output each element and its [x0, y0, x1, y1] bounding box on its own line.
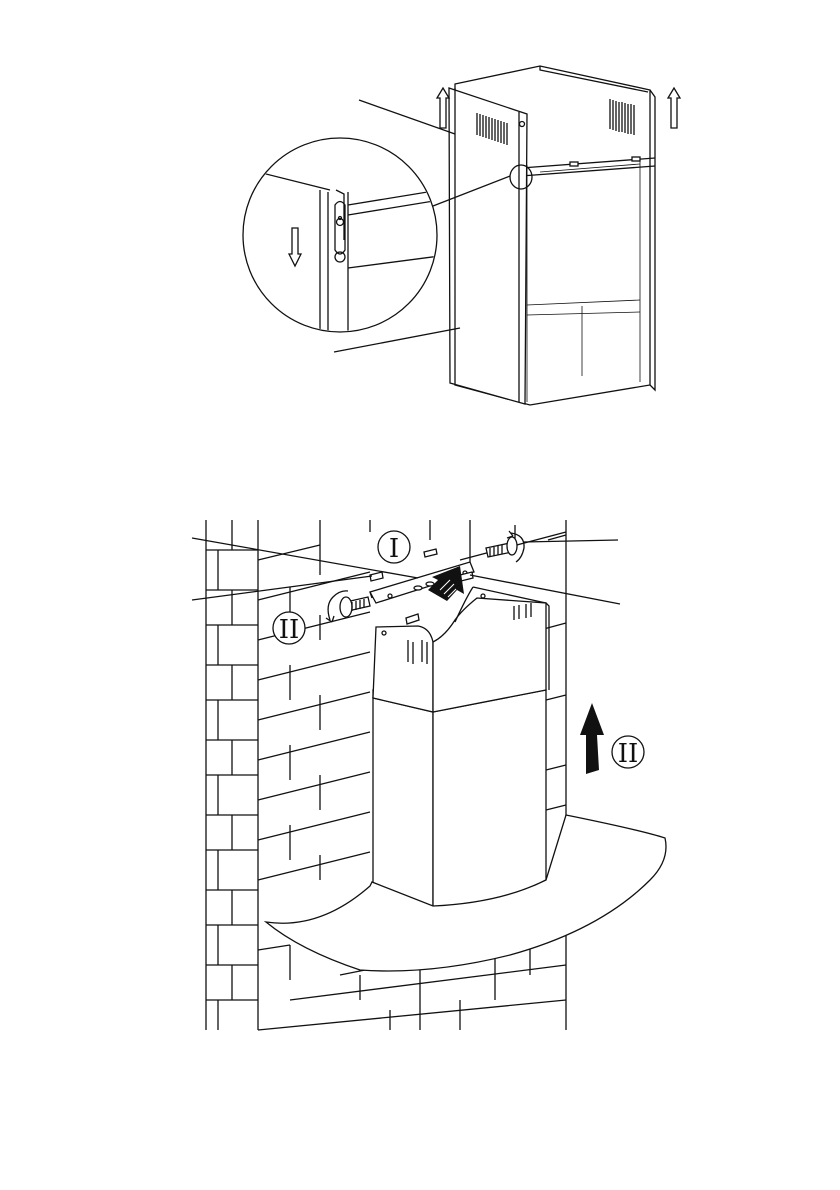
- arrow-up-icon: [580, 703, 604, 774]
- step-marker-two-right-label: II: [618, 739, 639, 769]
- arrow-up-icon: [437, 88, 449, 128]
- callout-line: [524, 540, 618, 542]
- step-marker-one: I: [378, 531, 410, 564]
- magnified-detail: [243, 138, 440, 340]
- chimney-front-panel: [449, 88, 527, 404]
- step-marker-two-left-label: II: [279, 615, 300, 645]
- back-vent-grille: [610, 99, 634, 135]
- step-marker-one-label: I: [389, 534, 399, 564]
- bottom-figure-wall-mounting: I II II: [192, 520, 666, 1030]
- screw-right: [486, 531, 524, 562]
- top-figure-chimney-assembly: [243, 66, 680, 405]
- step-marker-two-left: II: [273, 612, 305, 645]
- callout-line: [192, 576, 372, 600]
- step-marker-two-right: II: [612, 736, 644, 769]
- arrow-up-icon: [668, 88, 680, 128]
- chimney-duct: [373, 587, 549, 908]
